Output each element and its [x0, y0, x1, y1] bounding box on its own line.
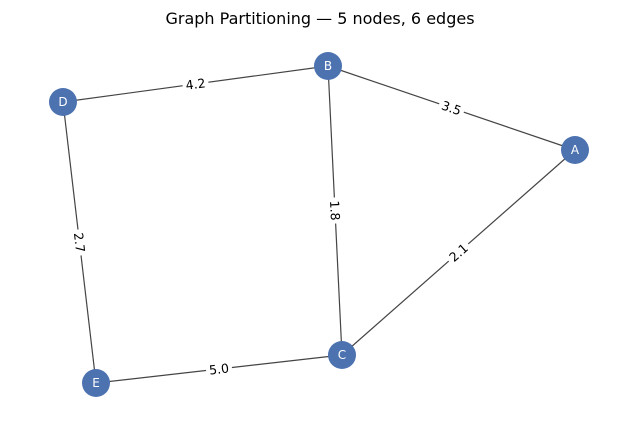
node-circle: [82, 369, 110, 397]
node-C: C: [328, 341, 356, 369]
node-circle: [328, 341, 356, 369]
edge-label-background: [181, 74, 210, 94]
edge-label-group-A-C: 2.1: [443, 237, 474, 268]
node-label: E: [92, 376, 100, 390]
edge-label-group-B-C: 1.8: [326, 197, 344, 224]
node-circle: [314, 52, 342, 80]
nodes-layer: A B C D E: [49, 52, 589, 397]
node-label: D: [58, 95, 67, 109]
edge-label-background: [205, 359, 233, 379]
node-D: D: [49, 88, 77, 116]
diagram-title: Graph Partitioning — 5 nodes, 6 edges: [165, 9, 474, 28]
edges-layer: [62, 65, 576, 384]
edge-weight-label: 5.0: [208, 360, 229, 377]
edge-labels-layer: 4.2 3.5 1.8 2.1 2.7 5.0: [70, 74, 474, 379]
node-circle: [561, 136, 589, 164]
edge-weight-label: 2.7: [71, 232, 88, 254]
edge-label-group-D-E: 2.7: [70, 228, 89, 257]
node-label: C: [338, 348, 346, 362]
edge-label-group-E-C: 5.0: [205, 359, 233, 379]
node-B: B: [314, 52, 342, 80]
edge-weight-label: 3.5: [440, 98, 464, 119]
node-circle: [49, 88, 77, 116]
node-A: A: [561, 136, 589, 164]
edge-label-background: [70, 228, 89, 257]
edge-weight-label: 4.2: [185, 75, 207, 93]
edge-label-background: [443, 237, 474, 268]
edge-label-group-B-A: 3.5: [436, 96, 467, 120]
node-label: A: [571, 143, 580, 157]
edge-label-group-D-B: 4.2: [181, 74, 210, 94]
node-E: E: [82, 369, 110, 397]
edge-weight-label: 1.8: [327, 200, 343, 221]
edge-label-background: [436, 96, 467, 120]
edge-label-background: [326, 197, 344, 224]
node-label: B: [324, 59, 332, 73]
